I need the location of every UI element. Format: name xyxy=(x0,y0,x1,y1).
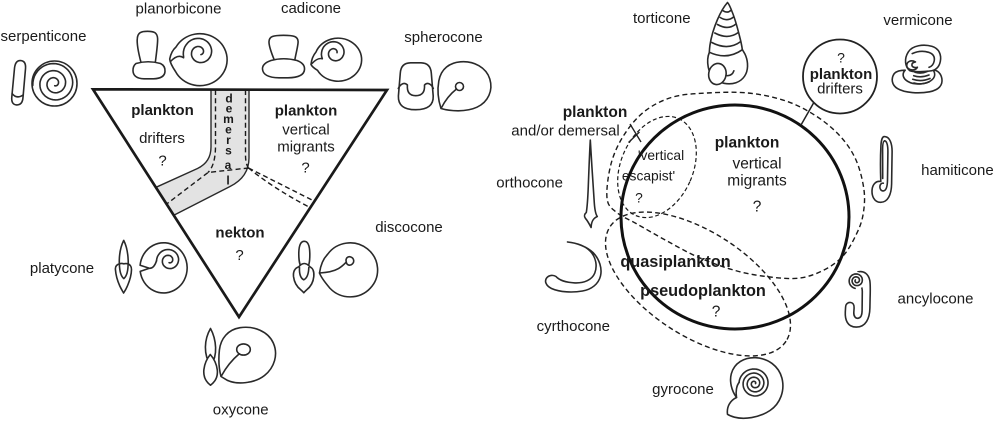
svg-text:nekton: nekton xyxy=(215,225,264,242)
svg-text:drifters: drifters xyxy=(139,130,185,147)
svg-text:d: d xyxy=(225,92,232,106)
svg-text:plankton: plankton xyxy=(275,103,338,120)
svg-text:cadicone: cadicone xyxy=(281,0,341,17)
svg-text:platycone: platycone xyxy=(30,260,94,277)
svg-text:s: s xyxy=(225,144,232,158)
svg-text:oxycone: oxycone xyxy=(213,402,269,419)
svg-text:?: ? xyxy=(712,304,721,321)
svg-text:?: ? xyxy=(635,191,643,206)
svg-text:quasiplankton: quasiplankton xyxy=(620,253,730,271)
svg-text:vermicone: vermicone xyxy=(883,12,952,29)
svg-text:plankton: plankton xyxy=(715,135,780,152)
svg-text:l: l xyxy=(226,174,229,188)
svg-text:cyrthocone: cyrthocone xyxy=(537,318,610,335)
svg-text:migrants: migrants xyxy=(727,173,787,190)
svg-text:ancylocone: ancylocone xyxy=(898,291,974,308)
svg-text:serpenticone: serpenticone xyxy=(1,28,87,45)
svg-text:plankton: plankton xyxy=(563,104,628,121)
svg-text:vertical: vertical xyxy=(732,156,781,173)
svg-text:escapist': escapist' xyxy=(622,169,675,184)
svg-text:vertical: vertical xyxy=(282,122,330,139)
svg-text:torticone: torticone xyxy=(633,10,691,27)
svg-text:?: ? xyxy=(837,50,845,66)
svg-text:drifters: drifters xyxy=(817,81,863,98)
svg-text:plankton: plankton xyxy=(131,102,194,119)
svg-text:m: m xyxy=(223,112,234,126)
svg-text:e: e xyxy=(226,102,233,116)
svg-text:spherocone: spherocone xyxy=(404,29,482,46)
svg-text:r: r xyxy=(226,133,231,147)
svg-text:a: a xyxy=(225,158,232,172)
svg-text:?: ? xyxy=(753,199,762,216)
svg-text:?: ? xyxy=(235,247,243,264)
svg-text:?: ? xyxy=(301,160,309,177)
svg-text:plankton: plankton xyxy=(810,66,873,83)
svg-text:orthocone: orthocone xyxy=(496,174,563,191)
svg-text:discocone: discocone xyxy=(375,219,443,236)
svg-text:hamiticone: hamiticone xyxy=(921,162,994,179)
svg-text:gyrocone: gyrocone xyxy=(652,381,714,398)
svg-text:pseudoplankton: pseudoplankton xyxy=(640,282,766,300)
svg-text:?: ? xyxy=(158,153,166,170)
svg-text:e: e xyxy=(225,123,232,137)
svg-text:migrants: migrants xyxy=(277,139,335,156)
svg-text:planorbicone: planorbicone xyxy=(136,1,222,18)
svg-text:and/or demersal: and/or demersal xyxy=(511,123,619,140)
svg-text:'vertical: 'vertical xyxy=(638,148,684,163)
